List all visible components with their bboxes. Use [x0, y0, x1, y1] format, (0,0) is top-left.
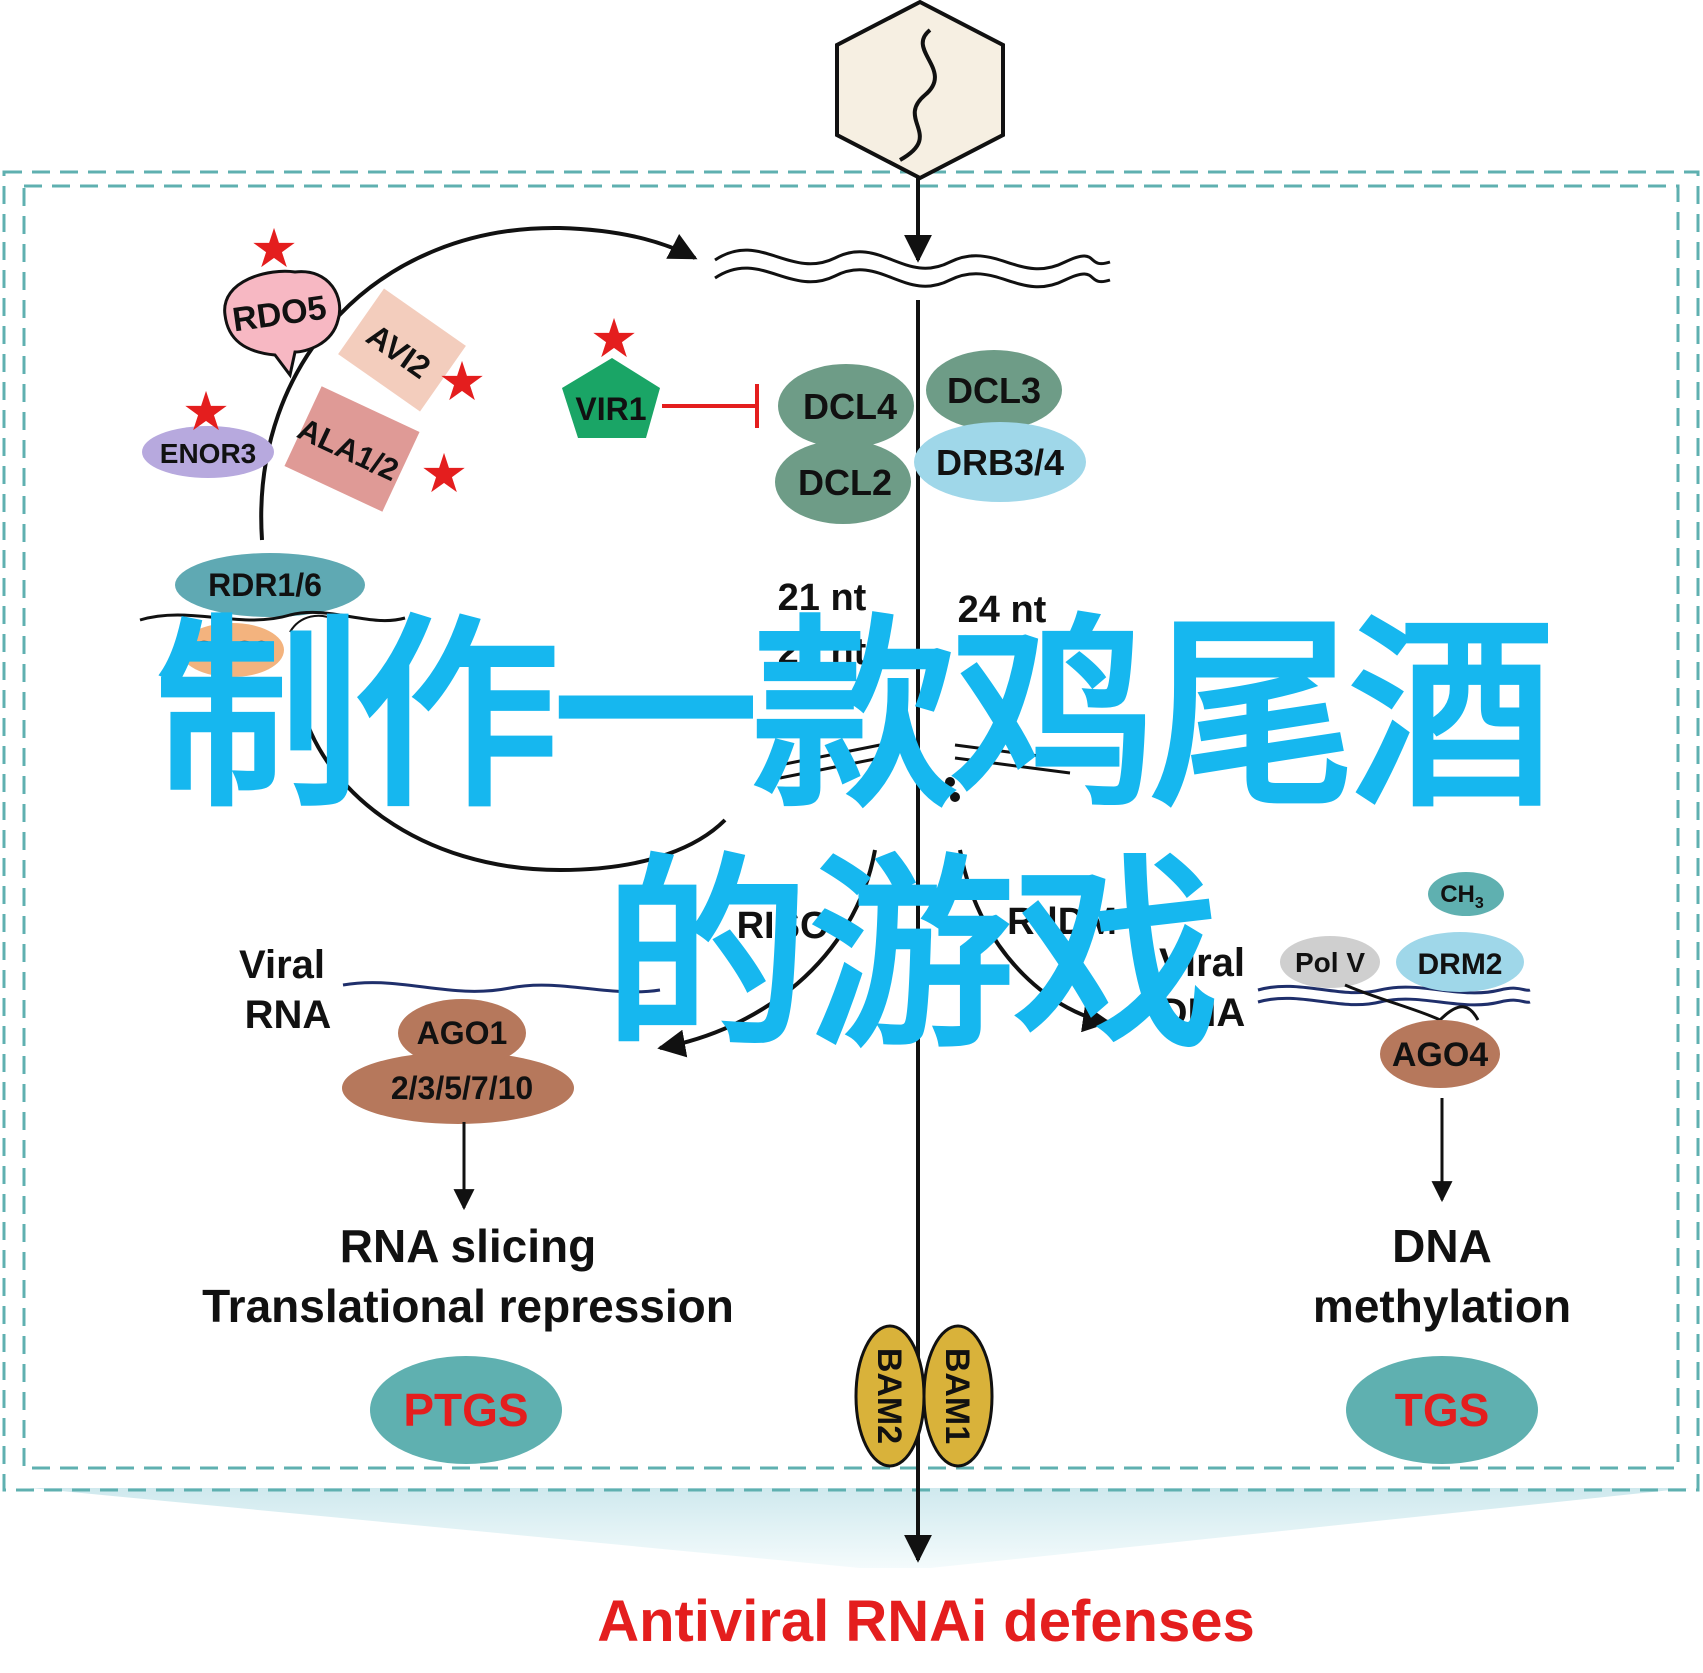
vir1-label: VIR1 [575, 391, 646, 427]
amplification-cycle-lower [298, 699, 727, 873]
tgs-ellipse [1346, 1356, 1538, 1464]
outer-dashed-border [2, 170, 1700, 1492]
methyl-dot [950, 792, 960, 802]
avi2-shape [338, 288, 466, 412]
nt22-label: 22 nt [778, 631, 867, 673]
rna-slicing-label: RNA slicing [340, 1220, 596, 1272]
viral-rna-label-1: Viral [239, 943, 325, 987]
rddm-branch-arrow [958, 849, 1111, 1033]
sgs3-label: SGS3 [195, 635, 270, 666]
ago1-label: AGO1 [417, 1015, 508, 1051]
srna-duplex-left [779, 743, 881, 780]
vir1-pentagon [562, 358, 660, 438]
ago-other-label: 2/3/5/7/10 [391, 1070, 533, 1106]
rdo5-bubble [223, 269, 342, 379]
srna-duplex-right [954, 743, 1071, 775]
overlay-title-line1: 制作一款鸡尾酒 [155, 598, 1554, 836]
dsrna-wave-bottom [714, 266, 1111, 289]
nt21-label: 21 nt [778, 577, 867, 619]
dcl3-ellipse [926, 350, 1062, 430]
star-icon: ★ [440, 356, 483, 409]
star-icon: ★ [252, 223, 295, 276]
rdr-label: RDR1/6 [208, 567, 322, 603]
rdr-template-rna [139, 610, 406, 623]
star-icon: ★ [422, 448, 465, 501]
viral-dna-strand-top [1257, 984, 1531, 995]
viral-rna-label-2: RNA [245, 993, 332, 1037]
bottom-title: Antiviral RNAi defenses [597, 1589, 1255, 1654]
dsrna-wave-top [714, 248, 1111, 271]
ptgs-ellipse [370, 1356, 562, 1464]
viral-dna-label-1: Viral [1159, 941, 1245, 985]
ch3-label: CH3 [1440, 881, 1484, 912]
virus-hexagon [835, 0, 1005, 181]
ago4-ellipse [1380, 1020, 1500, 1088]
overlay-title-line2: 的游戏 [604, 838, 1219, 1076]
viral-dna-strand-bottom [1257, 996, 1531, 1007]
rdr-ellipse [175, 553, 365, 617]
dcl4-label: DCL4 [803, 386, 897, 427]
tgs-label: TGS [1395, 1384, 1490, 1436]
dna-meth-label-2: methylation [1313, 1280, 1571, 1332]
sgs3-ellipse [180, 623, 284, 677]
drb-ellipse [914, 422, 1086, 502]
star-icon: ★ [184, 386, 227, 439]
rdr-new-strand [289, 614, 336, 633]
drm2-label: DRM2 [1417, 948, 1502, 981]
nt24-label: 24 nt [958, 589, 1047, 631]
dna-meth-label-1: DNA [1392, 1220, 1492, 1272]
viral-genome-squiggle [899, 28, 937, 162]
enor3-ellipse [142, 426, 274, 478]
translational-label: Translational repression [202, 1280, 734, 1332]
ago1-ellipse [398, 999, 526, 1067]
dcl3-label: DCL3 [947, 370, 1041, 411]
dcl2-ellipse [775, 440, 911, 524]
polv-ellipse [1280, 936, 1380, 988]
drm2-ellipse [1396, 932, 1524, 992]
inner-dashed-border [22, 184, 1680, 1470]
drb-label: DRB3/4 [936, 442, 1064, 483]
bam2-label: BAM2 [870, 1348, 908, 1444]
amplification-cycle-arc [259, 225, 698, 541]
polv-transcript [1344, 983, 1480, 1022]
polv-label: Pol V [1295, 947, 1365, 978]
bam1-ellipse [922, 1324, 994, 1468]
dcl2-label: DCL2 [798, 462, 892, 503]
risc-branch-arrow [657, 849, 877, 1058]
ptgs-label: PTGS [403, 1384, 528, 1436]
risc-label: RISC [737, 905, 828, 947]
rddm-label: RdDM [1007, 901, 1117, 943]
ch3-ellipse [1428, 872, 1504, 916]
star-icon: ★ [592, 313, 635, 366]
viral-rna-strand [342, 981, 661, 994]
funnel-shape [30, 1488, 1690, 1568]
methyl-dot [945, 777, 955, 787]
ago4-label: AGO4 [1392, 1036, 1488, 1074]
viral-dna-label-2: DNA [1159, 991, 1246, 1035]
dcl4-ellipse [778, 364, 914, 448]
ago-other-ellipse [342, 1052, 574, 1124]
enor3-label: ENOR3 [160, 438, 256, 469]
bam1-label: BAM1 [938, 1348, 976, 1444]
ala-shape [284, 386, 420, 512]
